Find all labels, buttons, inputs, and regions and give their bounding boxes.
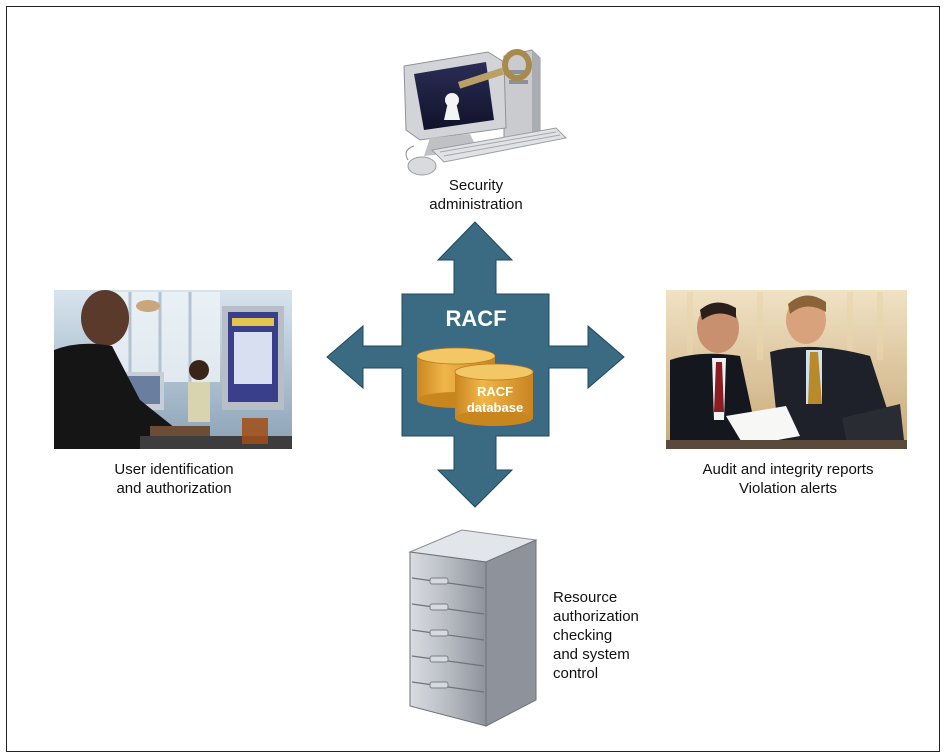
database-label-line1: RACF xyxy=(477,384,513,399)
bottom-label-line3: checking xyxy=(553,627,613,644)
left-label-line1: User identification xyxy=(114,461,234,478)
racf-database-icon xyxy=(416,347,534,426)
left-label-line2: and authorization xyxy=(116,480,232,497)
user-at-terminal-photo xyxy=(54,290,292,449)
database-label-line2: database xyxy=(467,400,523,415)
bottom-label-line4: and system xyxy=(553,646,630,663)
top-label-line1: Security xyxy=(448,177,504,194)
auditors-photo xyxy=(666,290,907,449)
audit-reports-label: Audit and integrity reports Violation al… xyxy=(670,460,906,498)
right-label-line2: Violation alerts xyxy=(738,480,838,497)
bottom-label-line1: Resource xyxy=(553,589,618,606)
file-cabinet-icon xyxy=(408,529,538,727)
resource-authorization-label: Resource authorization checking and syst… xyxy=(553,588,683,683)
top-label-line2: administration xyxy=(429,196,523,213)
user-identification-label: User identification and authorization xyxy=(80,460,268,498)
security-administration-label: Security administration xyxy=(404,176,548,214)
bottom-label-line2: authorization xyxy=(553,608,639,625)
bottom-label-line5: control xyxy=(553,665,599,682)
right-label-line1: Audit and integrity reports xyxy=(702,461,874,478)
racf-title: RACF xyxy=(445,306,506,331)
computer-with-key-icon xyxy=(403,49,568,176)
